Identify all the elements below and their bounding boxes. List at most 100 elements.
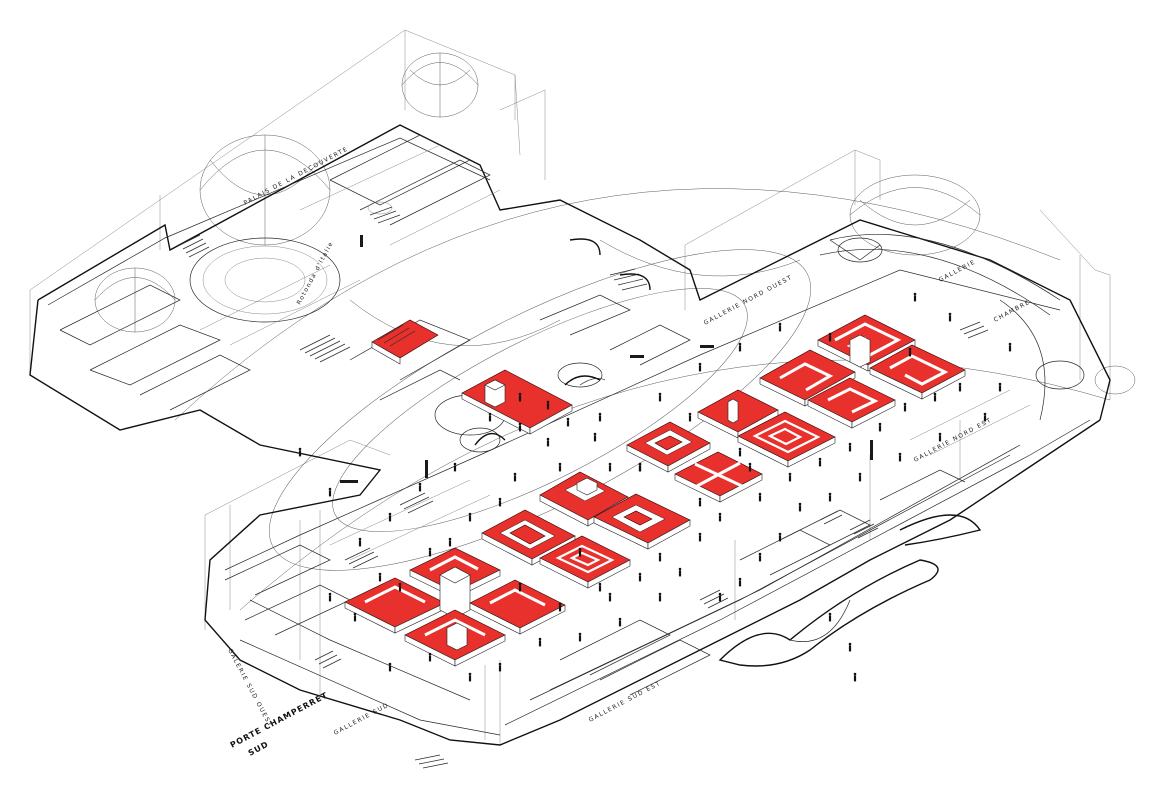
person-figure [658,552,662,562]
person-figure [598,582,602,592]
label-galerie-sud: GALLERIE SUD [333,702,391,737]
person-figure [698,497,702,507]
red-module-a1 [626,421,711,473]
person-figure [353,612,357,622]
red-module-c3 [469,579,566,635]
label-galerie-nord-ouest: GALLERIE NORD OUEST [703,274,794,327]
red-module-a5 [869,344,966,400]
label-galerie-top: GALLERIE [938,258,977,283]
person-figure [738,577,742,587]
person-figure [933,392,937,402]
person-figure [566,417,570,427]
label-palais: PALAIS DE LA DECOUVERTE [243,145,350,206]
label-porte-champerret: PORTE CHAMPERRET [229,690,330,749]
person-figure [718,592,722,602]
person-figure [578,547,582,557]
person-figure [358,537,362,547]
person-figure [328,487,332,497]
red-module-a7 [737,411,836,468]
red-module-b4 [539,535,631,589]
red-module-a6 [807,377,896,429]
person-figure [798,502,802,512]
red-module-c4 [404,609,506,667]
person-figure [983,412,987,422]
person-figure [903,402,907,412]
person-figure [998,382,1002,392]
person-figure [778,322,782,332]
scale-figures [298,292,1012,682]
label-rotonde: Rotonda d'Italie [296,240,336,306]
person-figure [546,400,550,410]
person-figure [778,532,782,542]
person-figure [718,512,722,522]
person-figure [828,332,832,342]
person-figure [468,512,472,522]
person-figure [388,662,392,672]
person-figure [558,602,562,612]
person-figure [378,572,382,582]
person-figure [913,292,917,302]
person-figure [498,662,502,672]
person-figure [598,412,602,422]
person-figure [758,552,762,562]
person-figure [388,512,392,522]
person-figure [638,462,642,472]
rotunda-ring [189,237,341,323]
person-figure [938,432,942,442]
person-figure [818,457,822,467]
label-galerie-nord-est: GALLERIE NORD EST [913,416,994,463]
person-figure [828,492,832,502]
label-galerie-sud-est: GALLERIE SUD EST [588,680,663,724]
person-figure [428,547,432,557]
person-figure [498,497,502,507]
person-figure [738,447,742,457]
roof-arcs [174,188,1111,611]
person-figure [658,392,662,402]
person-figure [738,342,742,352]
person-figure [546,437,550,447]
person-figure [1008,342,1012,352]
person-figure [428,652,432,662]
person-figure [848,442,852,452]
person-figure [678,567,682,577]
person-figure [698,532,702,542]
red-module-b3 [593,493,691,550]
red-module-c2 [344,566,471,634]
person-figure [468,672,472,682]
stair-hatches [179,206,989,769]
person-figure [828,612,832,622]
person-figure [518,392,522,402]
person-figure [448,537,452,547]
person-figure [658,592,662,602]
label-porte-champerret-sub: SUD [247,740,271,758]
domes [94,52,1136,395]
person-figure [593,432,597,442]
person-figure [638,572,642,582]
label-galerie-sud-ouest: GALERIE SUD OUEST [226,648,274,729]
person-figure [618,617,622,627]
person-figure [758,492,762,502]
person-figure [538,637,542,647]
person-figure [748,462,752,472]
person-figure [513,472,517,482]
person-figure [488,412,492,422]
person-figure [398,582,402,592]
red-module-a4 [817,314,916,372]
floor-outline [29,124,1111,746]
person-figure [948,312,952,322]
person-figure [958,382,962,392]
red-module-plinth-1 [461,369,573,435]
interior-details [59,134,1085,769]
person-figure [788,472,792,482]
person-figure [453,462,457,472]
label-chambre: CHAMBRE [993,299,1032,324]
person-figure [688,412,692,422]
person-figure [518,422,522,432]
person-figure [298,447,302,457]
red-exhibition-modules [344,314,966,667]
person-figure [878,422,882,432]
person-figure [608,462,612,472]
person-figure [518,582,522,592]
person-figure [848,642,852,652]
